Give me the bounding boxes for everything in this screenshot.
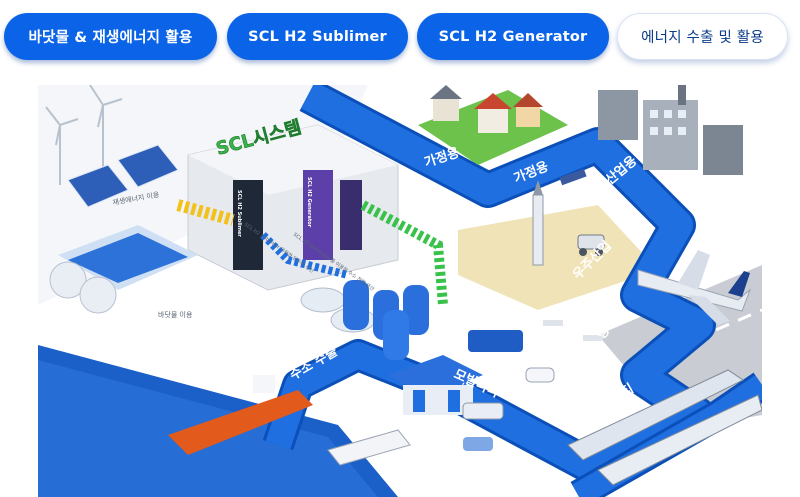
tab-sublimer[interactable]: SCL H2 Sublimer: [227, 13, 408, 60]
trains: [567, 369, 762, 486]
tab-seawater-renewable[interactable]: 바닷물 & 재생에너지 활용: [4, 13, 217, 60]
seawater-plant: [49, 225, 198, 314]
sublimer-sign: SCL H2 Sublimer: [236, 190, 242, 237]
ships: [168, 375, 411, 466]
seawater-label: 바닷물 이용: [158, 310, 193, 319]
scl-system-building: [187, 124, 399, 291]
vehicles: [462, 320, 603, 451]
solar-panels: [67, 144, 179, 208]
factories: [598, 85, 743, 175]
village: [418, 85, 568, 165]
launch-pad-ground: [458, 205, 658, 310]
hydrogen-tanks: [300, 280, 429, 360]
generator-sign: SCL H2 Generator: [306, 177, 312, 228]
space-assets: [532, 168, 605, 266]
illustration-canvas: SCL시스템 SCL H2 Sublimer SCL H2 Generator …: [38, 85, 762, 497]
tab-energy-export[interactable]: 에너지 수출 및 활용: [617, 13, 788, 60]
tab-bar: 바닷물 & 재생에너지 활용 SCL H2 Sublimer SCL H2 Ge…: [4, 13, 796, 61]
hydrogen-station: [388, 355, 483, 415]
tab-generator[interactable]: SCL H2 Generator: [417, 13, 609, 60]
wind-turbines: [45, 85, 123, 185]
energy-export-illustration: SCL시스템 SCL H2 Sublimer SCL H2 Generator …: [38, 85, 762, 497]
airplane: [637, 250, 752, 325]
